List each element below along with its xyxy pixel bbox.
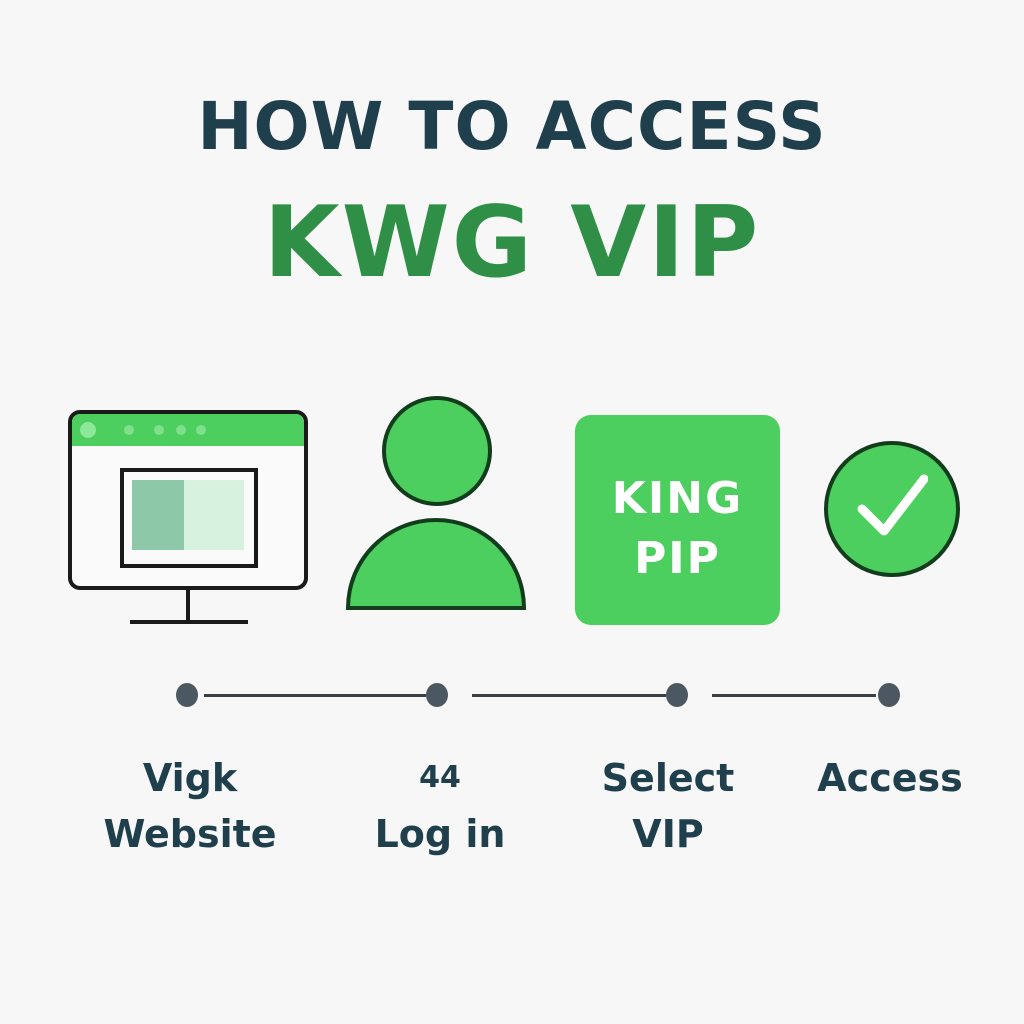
step-node-4 [878, 683, 900, 707]
browser-dot [124, 425, 134, 435]
vip-badge-icon: KING PIP [575, 415, 780, 625]
step-label-2: 44 Log in [340, 750, 540, 862]
monitor-browser-icon [68, 410, 308, 630]
step-label-1: Vigk Website [90, 750, 290, 862]
checkmark-circle-icon [824, 441, 960, 577]
user-head [382, 396, 492, 506]
step-label-line: Access [817, 756, 963, 800]
step-label-line: Vigk [142, 756, 238, 800]
step-label-3: Select VIP [568, 750, 768, 862]
step-node-3 [666, 683, 688, 707]
step-label-line: Website [103, 812, 277, 856]
progress-track [0, 680, 1024, 710]
title-line-1: HOW TO ACCESS [197, 88, 827, 165]
image-placeholder [132, 480, 184, 550]
step-label-line: Select [601, 756, 735, 800]
step-connector [472, 694, 666, 697]
title-line-2: KWG VIP [263, 186, 761, 300]
step-label-line: VIP [632, 812, 704, 856]
step-connector [712, 694, 876, 697]
monitor-screen [68, 410, 308, 590]
vip-badge-line-2: PIP [634, 533, 721, 584]
image-frame [120, 468, 258, 568]
browser-dot [176, 425, 186, 435]
browser-dot [154, 425, 164, 435]
step-label-line: Log in [374, 812, 506, 856]
checkmark-icon [857, 474, 928, 536]
browser-dot [80, 422, 96, 438]
user-icon [346, 396, 528, 610]
user-body [346, 518, 526, 610]
browser-dot [196, 425, 206, 435]
step-connector [204, 694, 426, 697]
vip-badge-line-1: KING [611, 473, 744, 524]
image-placeholder [184, 480, 244, 550]
monitor-stand [186, 590, 190, 620]
step-label-line: 44 [419, 760, 461, 795]
step-label-4: Access [790, 750, 990, 806]
monitor-base [130, 620, 248, 624]
step-node-2 [426, 683, 448, 707]
step-node-1 [176, 683, 198, 707]
browser-bar [72, 414, 304, 446]
